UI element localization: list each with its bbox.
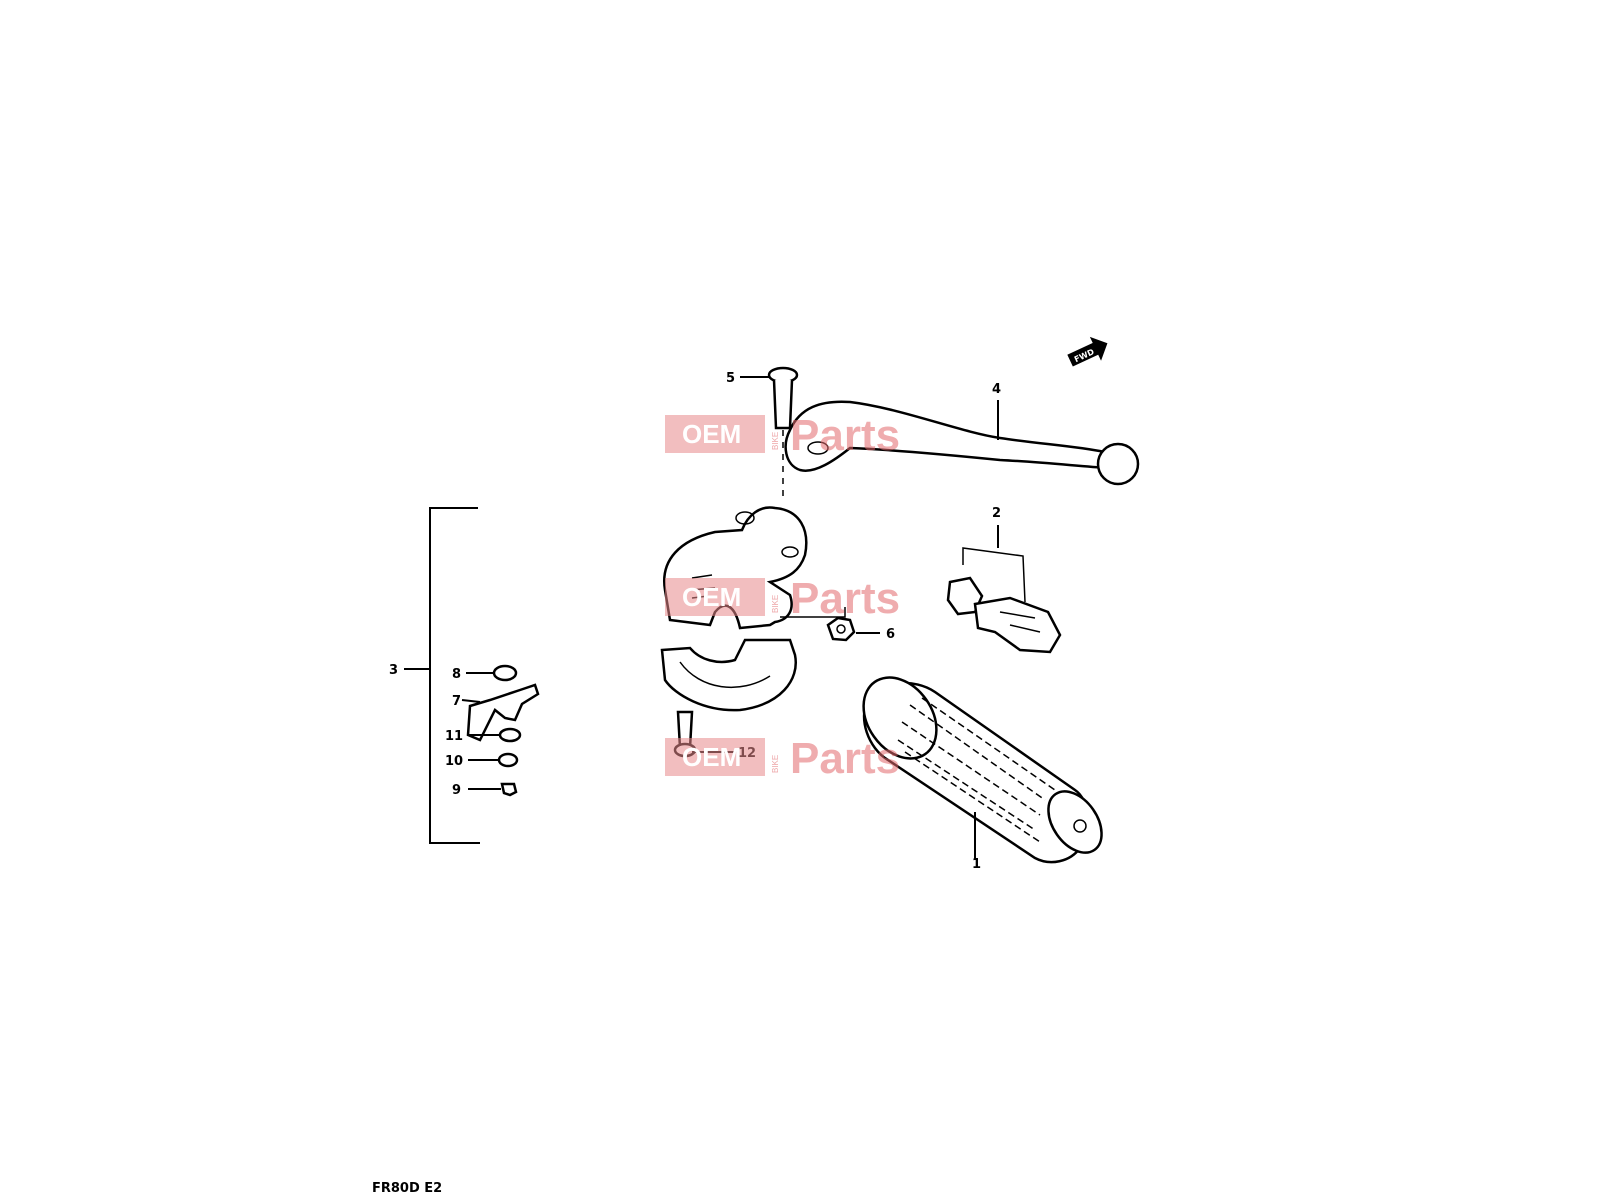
watermark-bike: BIKE (771, 755, 780, 773)
watermark-parts: Parts (790, 734, 900, 783)
part-8-washer (492, 664, 518, 682)
part-4-lever (784, 400, 1140, 486)
callout-4: 4 (992, 382, 1001, 397)
watermark-oem: OEM (682, 582, 741, 612)
part-5-bolt (767, 366, 799, 500)
fwd-arrow: FWD (1067, 336, 1108, 367)
watermark-3: OEM BIKE Parts (665, 734, 900, 783)
callout-6: 6 (886, 627, 895, 642)
leader-lines (404, 376, 1026, 860)
fwd-label: FWD (1073, 347, 1096, 364)
footer-code: FR80D E2 (372, 1181, 442, 1196)
bracket-clamp (660, 638, 797, 712)
callout-1: 1 (972, 857, 981, 872)
callout-11: 11 (445, 729, 463, 744)
watermark-oem: OEM (682, 742, 741, 772)
part-6-nut (826, 616, 856, 642)
watermark-1: OEM BIKE Parts (665, 411, 900, 460)
part-7-bracket (466, 683, 540, 742)
callout-5: 5 (726, 371, 735, 386)
callout-7: 7 (452, 694, 461, 709)
watermark-bike: BIKE (771, 595, 780, 613)
callout-8: 8 (452, 667, 461, 682)
part-9-screw (500, 782, 518, 797)
watermark-parts: Parts (790, 574, 900, 623)
part-10-washer (497, 752, 519, 768)
callout-9: 9 (452, 783, 461, 798)
watermark-oem: OEM (682, 419, 741, 449)
watermark-2: OEM BIKE Parts (665, 574, 900, 623)
left-group-parts (466, 664, 540, 797)
callout-3: 3 (389, 663, 398, 678)
callout-10: 10 (445, 754, 463, 769)
watermark-parts: Parts (790, 411, 900, 460)
callout-2: 2 (992, 506, 1001, 521)
part-1-grip (862, 676, 1103, 864)
part-11-washer (498, 727, 522, 743)
watermark-bike: BIKE (771, 432, 780, 450)
part-2-clamp-pieces (946, 576, 1062, 654)
